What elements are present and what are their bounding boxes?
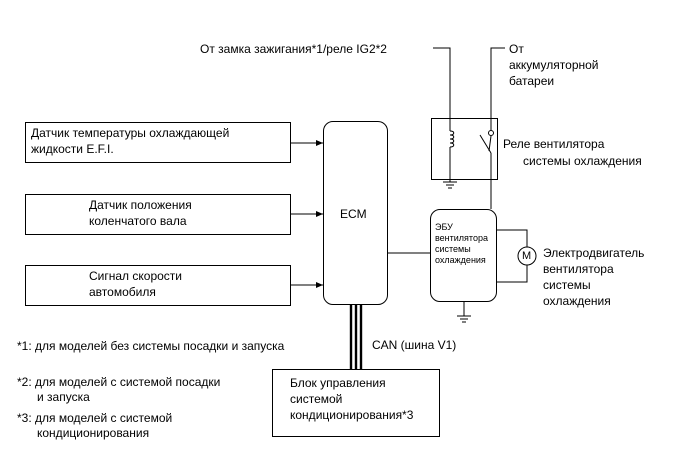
motor-label-2: вентилятора: [543, 262, 614, 276]
can-bus-wires: [349, 304, 363, 369]
fan-ecu-label: системы: [435, 244, 471, 254]
input-box-coolant-sensor: Датчик температуры охлаждающей жидкости …: [25, 122, 291, 163]
motor-label-1: Электродвигатель: [543, 246, 645, 260]
battery-source-label-2: аккумуляторной: [509, 58, 599, 72]
footnote-2-cont: и запуска: [37, 390, 90, 404]
battery-source-label-3: батареи: [509, 74, 555, 88]
ac-block-label: Блок управления: [290, 376, 386, 390]
fan-relay-box: [431, 118, 498, 180]
fan-ecu-label: охлаждения: [435, 255, 486, 265]
fan-ecu-label: вентилятора: [435, 233, 488, 243]
ecm-block: ECM: [323, 121, 388, 305]
ignition-source-label: От замка зажигания*1/реле IG2*2: [200, 42, 387, 56]
footnote-3-cont: кондиционирования: [37, 426, 150, 440]
input-label: автомобиля: [89, 285, 156, 299]
motor-icon: [517, 246, 537, 266]
ignition-wire: [433, 47, 451, 108]
relay-coil-icon: [443, 108, 457, 189]
input-label: жидкости E.F.I.: [31, 142, 114, 156]
motor-symbol: M: [522, 250, 532, 262]
footnote-1: *1: для моделей без системы посадки и за…: [17, 339, 285, 353]
input-label: Датчик температуры охлаждающей: [31, 126, 230, 140]
fan-relay-label-1: Реле вентилятора: [503, 137, 605, 151]
footnote-3: *3: для моделей с системой: [17, 411, 173, 425]
ecm-label: ECM: [340, 207, 367, 221]
ecu-ground-icon: [457, 302, 471, 323]
ac-control-block: Блок управления системой кондиционирован…: [272, 369, 440, 437]
relay-switch-icon: [479, 108, 494, 209]
input-label: коленчатого вала: [89, 214, 187, 228]
battery-source-label-1: От: [509, 42, 524, 56]
input-label: Сигнал скорости: [89, 269, 182, 283]
input-box-vehicle-speed: Сигнал скорости автомобиля: [25, 265, 291, 306]
fan-ecu-label: ЭБУ: [435, 222, 453, 232]
can-bus-label: CAN (шина V1): [372, 338, 457, 352]
fan-relay-label-2: системы охлаждения: [523, 154, 642, 168]
ecu-to-motor-wire: [497, 229, 528, 283]
ac-block-label: системой: [290, 392, 343, 406]
battery-wire: [490, 47, 505, 108]
footnote-2: *2: для моделей с системой посадки: [17, 375, 221, 389]
motor-label-4: охлаждения: [543, 294, 611, 308]
input-label: Датчик положения: [89, 198, 192, 212]
input-box-crankshaft-sensor: Датчик положения коленчатого вала: [25, 194, 291, 235]
motor-label-3: системы: [543, 278, 591, 292]
ac-block-label: кондиционирования*3: [290, 408, 414, 422]
fan-ecu-block: ЭБУ вентилятора системы охлаждения: [430, 209, 497, 302]
